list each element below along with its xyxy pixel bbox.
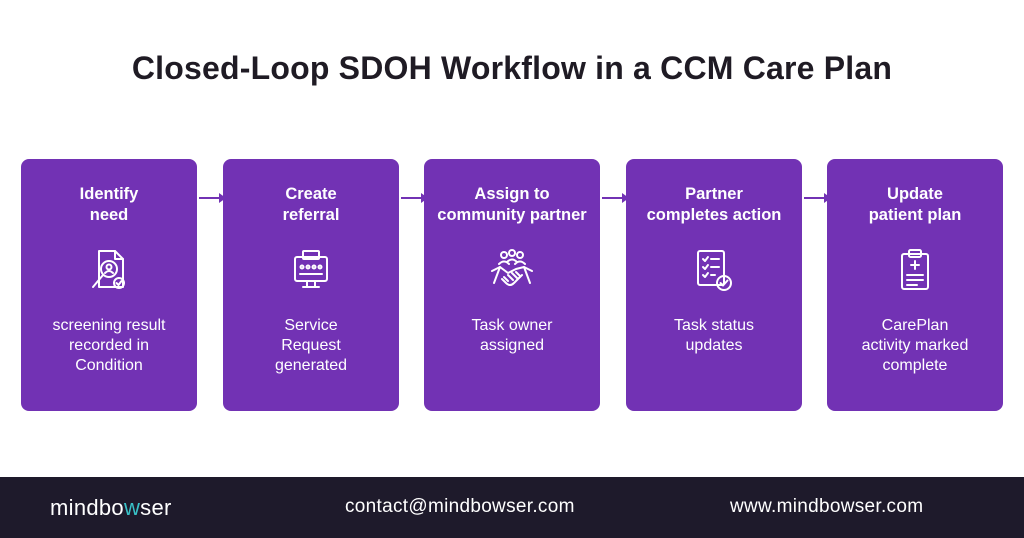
- brand-logo-part: ser: [140, 495, 172, 520]
- step-card-partner-completes: Partner completes action Task status upd…: [626, 159, 802, 411]
- arrow-right-icon: [602, 193, 629, 203]
- step-description: Task status updates: [673, 317, 755, 354]
- step-card-create-referral: Create referral Service Request generate…: [223, 159, 399, 411]
- clipboard-plus-icon: [901, 249, 929, 290]
- step-heading: Update patient plan: [868, 185, 962, 224]
- brand-logo[interactable]: mindbowser: [50, 495, 172, 521]
- step-card-identify-need: Identify need screening result recorded …: [21, 159, 197, 411]
- contact-email-link[interactable]: contact@mindbowser.com: [345, 496, 575, 517]
- step-card-update-plan: Update patient plan CarePlan activity ma…: [827, 159, 1003, 411]
- step-heading: Partner completes action: [646, 185, 782, 224]
- form-screen-icon: [294, 250, 328, 288]
- step-heading: Identify need: [79, 185, 139, 224]
- brand-logo-part: mindbo: [50, 495, 124, 520]
- step-heading: Assign to community partner: [437, 185, 587, 224]
- step-description: Service Request generated: [274, 317, 348, 374]
- step-description: CarePlan activity marked complete: [861, 317, 969, 374]
- page-title: Closed-Loop SDOH Workflow in a CCM Care …: [131, 50, 893, 86]
- search-document-icon: [92, 250, 125, 289]
- footer-bar: mindbowser contact@mindbowser.com www.mi…: [0, 477, 1024, 538]
- arrow-right-icon: [199, 193, 226, 203]
- step-description: Task owner assigned: [471, 317, 553, 354]
- website-link[interactable]: www.mindbowser.com: [730, 496, 924, 517]
- step-card-assign-partner: Assign to community partner Task owner a…: [424, 159, 600, 411]
- checklist-icon: [697, 250, 732, 291]
- workflow-steps: Identify need screening result recorded …: [21, 159, 1003, 411]
- step-heading: Create referral: [282, 185, 340, 224]
- handshake-team-icon: [491, 249, 533, 286]
- step-description: screening result recorded in Condition: [52, 317, 166, 374]
- brand-logo-accent: w: [123, 495, 141, 520]
